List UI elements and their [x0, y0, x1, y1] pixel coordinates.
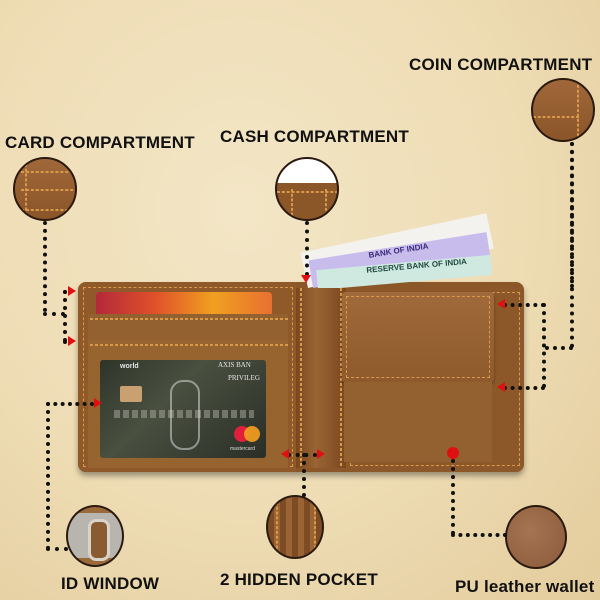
- id-window-zoom-circle: [66, 505, 124, 567]
- coin-flap: [342, 292, 494, 382]
- card-arrow-bottom: [68, 336, 76, 346]
- coin-arrow-bottom: [497, 382, 505, 392]
- label-cash-compartment: CASH COMPARTMENT: [220, 127, 409, 146]
- coin-arrow-top: [497, 299, 505, 309]
- id-window-arrow: [94, 398, 102, 408]
- card-number: [114, 410, 254, 418]
- mastercard-logo: [234, 426, 262, 444]
- hidden-pocket-arrow-left: [281, 449, 289, 459]
- pu-leather-zoom-circle: [505, 505, 567, 569]
- label-hidden-pocket: 2 HIDDEN POCKET: [220, 570, 378, 589]
- label-card-compartment: CARD COMPARTMENT: [5, 133, 195, 152]
- wallet-image: BANK OF INDIA RESERVE BANK OF INDIA worl…: [78, 213, 524, 472]
- label-coin-compartment: COIN COMPARTMENT: [409, 55, 593, 74]
- pu-leather-marker: [447, 447, 459, 459]
- credit-card-top: [96, 292, 272, 314]
- coin-pocket: [344, 382, 492, 462]
- coin-compartment-zoom-circle: [531, 78, 595, 142]
- cash-arrow: [301, 275, 311, 283]
- card-chip: [120, 386, 142, 402]
- cash-compartment-zoom-circle: [275, 157, 339, 221]
- hidden-pocket-arrow-right: [317, 449, 325, 459]
- id-window: world AXIS BAN PRIVILEG mastercard: [100, 360, 266, 458]
- label-pu-leather: PU leather wallet: [455, 577, 595, 596]
- card-compartment-zoom-circle: [13, 157, 77, 221]
- hidden-pocket-zoom-circle: [266, 495, 324, 559]
- label-id-window: ID WINDOW: [61, 574, 160, 593]
- card-arrow-top: [68, 286, 76, 296]
